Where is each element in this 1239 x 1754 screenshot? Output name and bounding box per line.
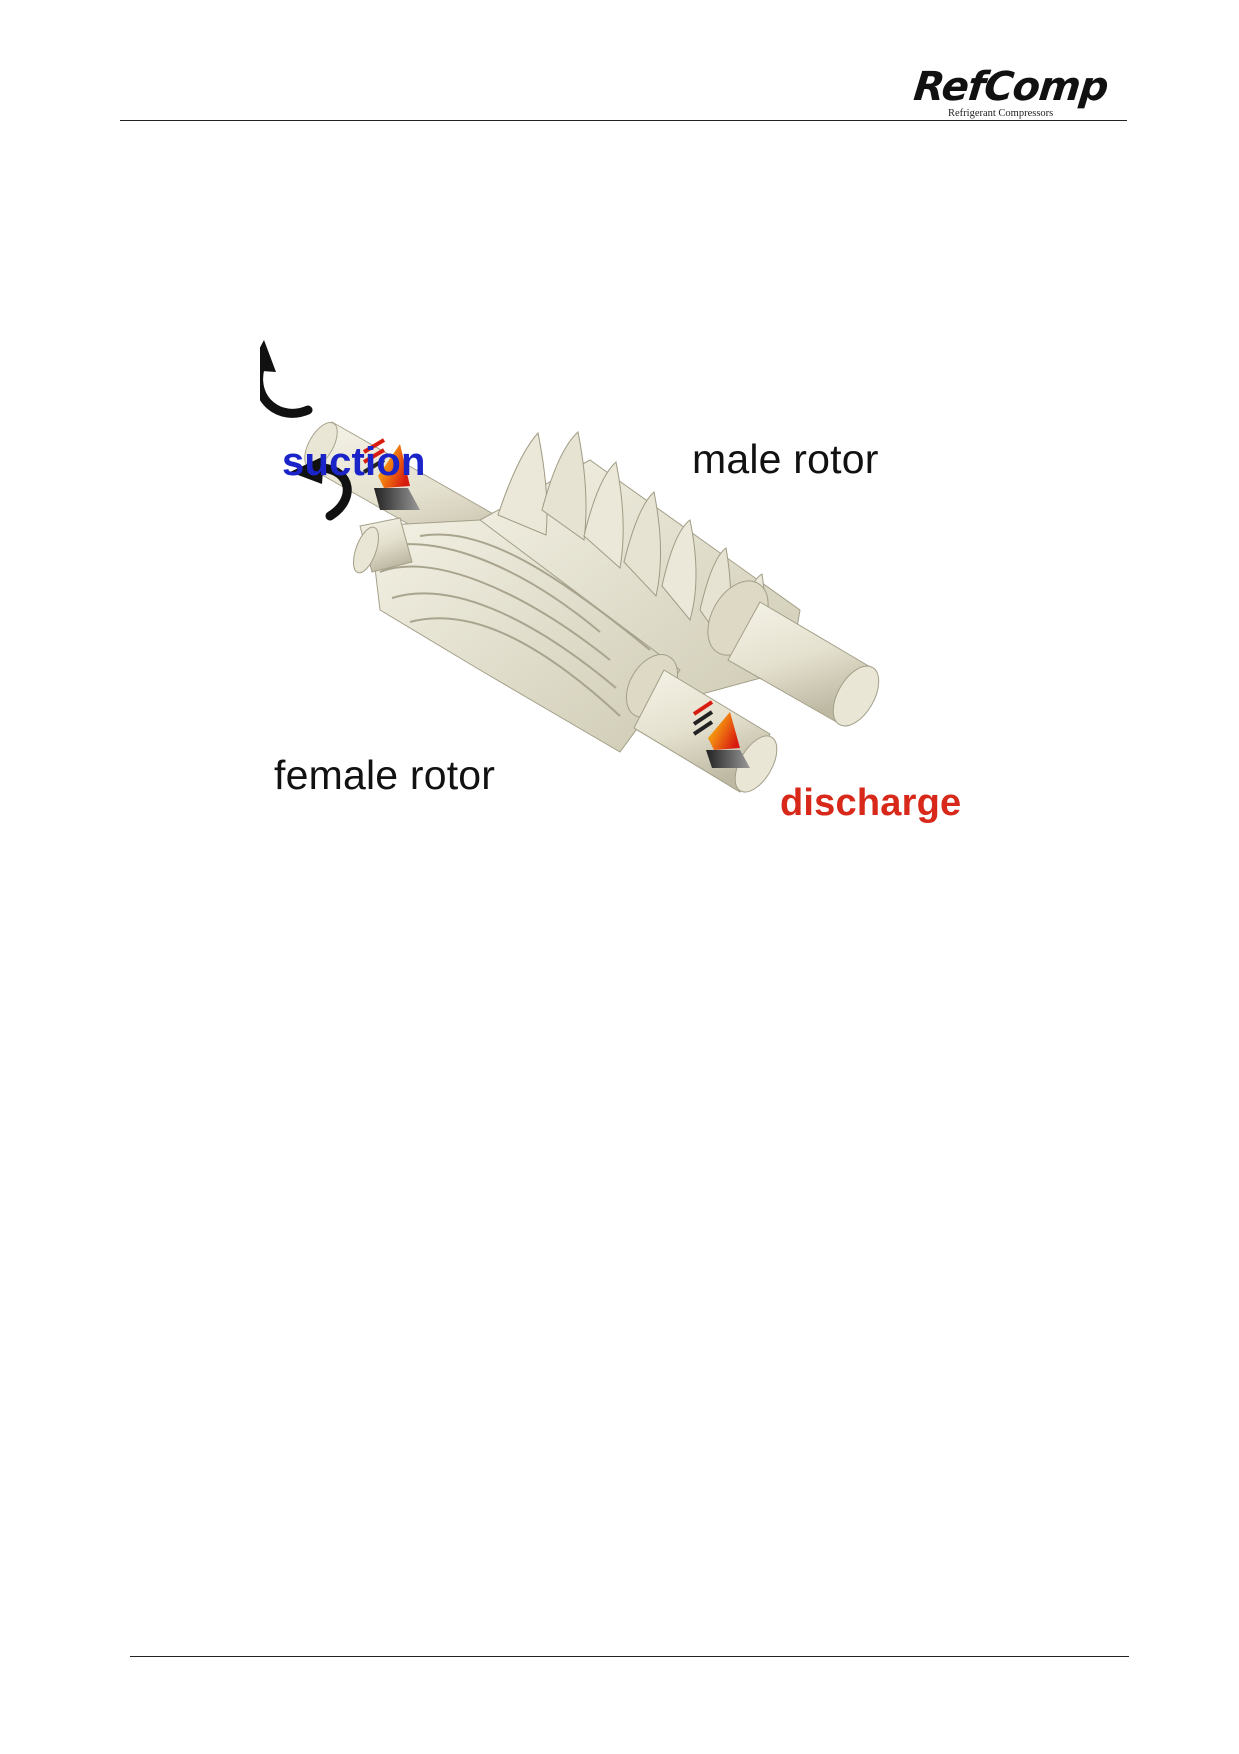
rotation-arrow-female-icon [290,456,352,521]
screw-rotor-figure: suction male rotor female rotor discharg… [260,340,1000,900]
suction-label: suction [282,440,426,484]
female-rotor-label: female rotor [274,752,496,798]
footer-rule [130,1656,1129,1657]
refcomp-logo: RefComp Refrigerant Compressors [912,64,1132,122]
header-rule [120,120,1127,121]
discharge-flow-icon [692,700,750,768]
rotation-arrow-male-icon [260,340,313,418]
discharge-label: discharge [780,782,962,824]
suction-flow-icon [362,438,420,510]
male-rotor-outlet-shaft [707,580,880,727]
rotor-illustration [260,340,880,793]
logo-tagline: Refrigerant Compressors [948,108,1054,119]
male-rotor-label: male rotor [692,436,879,482]
logo-wordmark: RefComp [911,64,1110,110]
